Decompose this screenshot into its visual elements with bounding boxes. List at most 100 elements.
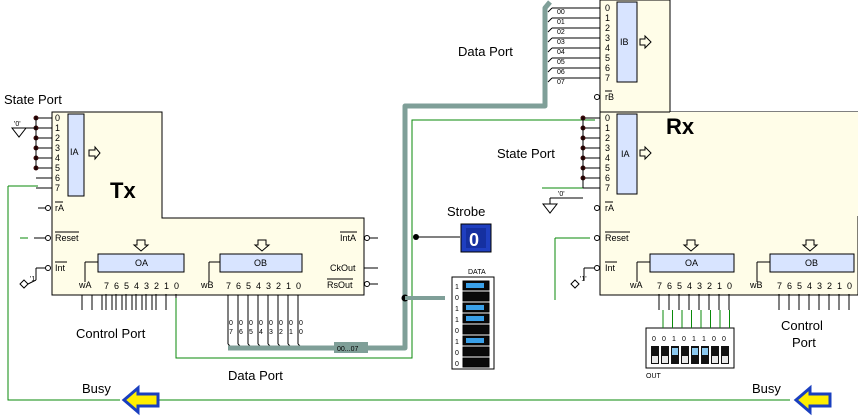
out-display-label: OUT: [646, 373, 662, 380]
tx-bus-tap-digit-lo: 3: [269, 329, 273, 336]
out-bit-slot: [651, 346, 659, 364]
rx-vcc-icon: [570, 279, 580, 289]
tx-reset-label: Reset: [55, 233, 79, 243]
data-switch-lever: [466, 338, 484, 343]
rx-oa-bit-label: 2: [707, 281, 712, 291]
tx-control-port-pins: [81, 295, 153, 310]
rx-oa-bit-label: 6: [667, 281, 672, 291]
rx-state-pin-label: 5: [605, 163, 610, 173]
rx-ib-arrow-icon: [639, 34, 652, 50]
rx-ib-pin-label: 5: [605, 53, 610, 63]
tx-ia-arrow-icon: [88, 145, 101, 161]
tx-ob-bit-label: 0: [296, 281, 301, 291]
tx-ra-label: rA: [55, 203, 64, 213]
rx-oa-register: [649, 253, 735, 273]
rx-ib-register: [616, 1, 638, 83]
tx-ckout-wire: [175, 119, 595, 359]
rx-ob-register: [769, 253, 855, 273]
out-bit-value: 1: [702, 336, 706, 343]
tx-wa-label: wA: [78, 280, 92, 290]
tx-oa-bit-label: 7: [104, 281, 109, 291]
data-switch-bit-value: 0: [455, 361, 459, 368]
tx-vcc-icon: [19, 279, 29, 289]
rx-wb-label: wB: [749, 280, 763, 290]
out-bit-indicator: [692, 348, 698, 355]
tx-ob-bit-label: 4: [256, 281, 261, 291]
out-bit-indicator: [712, 356, 718, 363]
data-switch-lever: [466, 283, 484, 288]
rx-state-port-label: State Port: [497, 146, 555, 161]
rx-oa-bit-label: 1: [717, 281, 722, 291]
rx-data-port-label: Data Port: [458, 44, 513, 59]
tx-bus-tap-digit-hi: 0: [239, 320, 243, 327]
rx-ib-pin-label: 0: [605, 3, 610, 13]
data-switch-label: DATA: [468, 269, 486, 276]
rx-wa-label: wA: [629, 280, 643, 290]
rx-oa-bit-label: 7: [657, 281, 662, 291]
tx-oa-bit-label: 1: [164, 281, 169, 291]
tx-ob-bit-label: 7: [226, 281, 231, 291]
tx-chip-body: [51, 111, 365, 296]
tx-bus-tap-digit-lo: 2: [279, 329, 283, 336]
out-bit-indicator: [722, 356, 728, 363]
tx-oa-arrow-icon: [132, 239, 150, 252]
tx-ob-arrow-icon: [253, 239, 271, 252]
data-switch-bit-value: 1: [455, 306, 459, 313]
out-bit-slot: [721, 346, 729, 364]
tx-bus-tap-digit-hi: 0: [269, 320, 273, 327]
tx-oa-bit-label: 2: [154, 281, 159, 291]
tx-busy-arrow-icon[interactable]: [121, 384, 160, 416]
rx-ia-arrow-icon: [639, 145, 652, 161]
tx-oa-bit-label: 0: [174, 281, 179, 291]
rx-ia-label: IA: [621, 149, 630, 159]
rx-control-port-label-line1: Control: [781, 318, 823, 333]
data-switch-lever: [470, 360, 488, 365]
data-switch-lever: [470, 327, 488, 332]
rx-rb-label: rB: [605, 92, 614, 102]
rx-oa-bit-label: 0: [727, 281, 732, 291]
data-switch-bit-value: 1: [455, 339, 459, 346]
out-bit-value: 0: [662, 336, 666, 343]
tx-state-pin-label: 5: [55, 163, 60, 173]
rx-state-pin-label: 3: [605, 143, 610, 153]
rx-ob-bit-label: 6: [787, 281, 792, 291]
tx-busy-label: Busy: [82, 381, 111, 396]
rx-title: Rx: [666, 114, 695, 139]
tx-const1: '1': [30, 276, 37, 283]
rx-rb-pin: [594, 94, 600, 100]
out-display-panel: [645, 327, 735, 369]
rx-reset-wire: [554, 237, 590, 300]
rx-busy-arrow-icon[interactable]: [793, 384, 832, 416]
tx-oa-bit-label: 5: [124, 281, 129, 291]
data-switch-bit-value: 0: [455, 328, 459, 335]
out-bit-value: 0: [652, 336, 656, 343]
out-bit-value: 1: [692, 336, 696, 343]
data-switch-lever: [470, 349, 488, 354]
out-bit-indicator: [652, 356, 658, 363]
tx-ob-label: OB: [254, 258, 267, 268]
tx-reset-pin: [45, 235, 51, 241]
bus-label: 00...07: [337, 346, 359, 353]
rx-state-pin-label: 1: [605, 123, 610, 133]
rx-reset-label: Reset: [605, 233, 629, 243]
out-bit-indicator: [672, 348, 678, 355]
tx-state-pin-label: 7: [55, 183, 60, 193]
rx-oa-bit-label: 3: [697, 281, 702, 291]
rx-ib-pin-label: 1: [605, 13, 610, 23]
tx-bus-tap-digit-lo: 5: [249, 329, 253, 336]
data-switch-lever: [466, 305, 484, 310]
tx-state-port-label: State Port: [4, 92, 62, 107]
tx-ob-bit-label: 3: [266, 281, 271, 291]
rx-data-tap-label: 07: [557, 79, 565, 86]
tx-ground-icon: [10, 127, 28, 138]
tx-oa-bit-label: 4: [134, 281, 139, 291]
out-bit-value: 0: [682, 336, 686, 343]
rx-ia-register: [616, 113, 638, 195]
